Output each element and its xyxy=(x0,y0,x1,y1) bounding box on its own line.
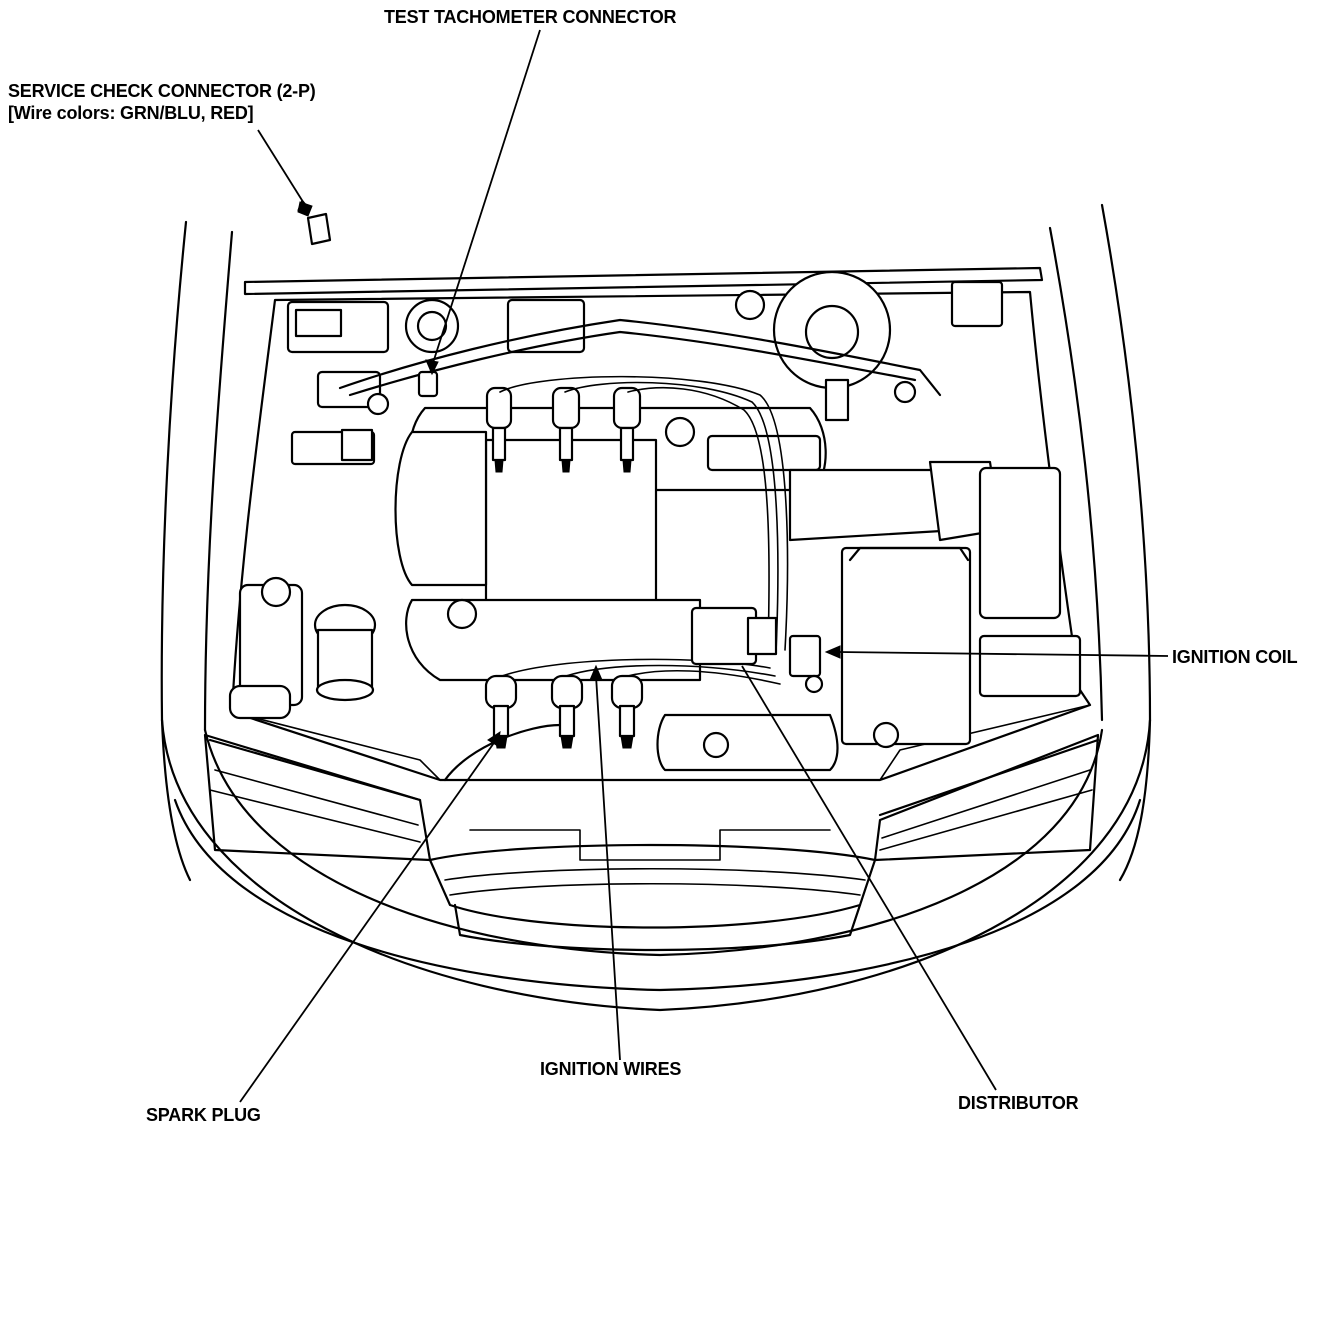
spark-plugs xyxy=(484,386,644,749)
test-tachometer-connector-label: TEST TACHOMETER CONNECTOR xyxy=(384,7,677,27)
ignition-wires xyxy=(499,375,789,685)
ignition-coil-label: IGNITION COIL xyxy=(1172,647,1298,667)
test-tach-connector-shape xyxy=(417,370,439,398)
service-check-connector-label-line2: [Wire colors: GRN/BLU, RED] xyxy=(8,103,254,123)
spark-plug-label: SPARK PLUG xyxy=(146,1105,261,1125)
spark-plug-top-1 xyxy=(485,386,513,473)
engine-bay-frame xyxy=(208,266,1100,817)
engine-components xyxy=(228,270,1082,782)
spark-plug-bottom-1 xyxy=(484,674,518,749)
distributor-label: DISTRIBUTOR xyxy=(958,1093,1079,1113)
leader-lines xyxy=(239,29,1169,1103)
spark-plug-top-3 xyxy=(612,386,642,473)
spark-plug-bottom-2 xyxy=(550,674,584,749)
car-body-outline xyxy=(160,203,1152,1012)
distributor-shape xyxy=(690,606,778,666)
service-check-connector-label-line1: SERVICE CHECK CONNECTOR (2-P) xyxy=(8,81,316,101)
ignition-wires-label: IGNITION WIRES xyxy=(540,1059,682,1079)
spark-plug-bottom-3 xyxy=(610,674,644,749)
service-check-connector-label: SERVICE CHECK CONNECTOR (2-P) [Wire colo… xyxy=(8,80,316,124)
ignition-coil-shape xyxy=(788,634,824,694)
spark-plug-top-2 xyxy=(551,386,581,473)
